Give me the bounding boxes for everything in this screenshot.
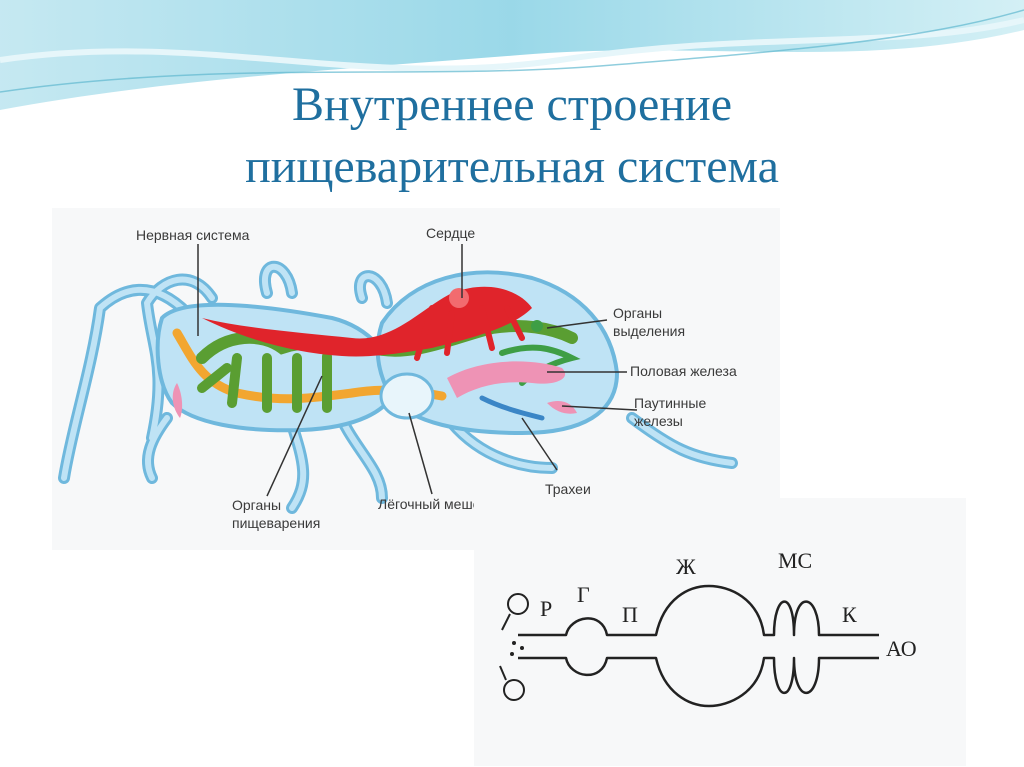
mouth-dots [510, 641, 524, 656]
scheme-panel [474, 498, 966, 766]
scheme-label-g: Г [577, 582, 590, 607]
scheme-label-zh: Ж [676, 554, 696, 579]
digestive-branches [197, 351, 332, 413]
spider-anatomy-diagram: Нервная система Сердце Органы выделения … [58, 225, 738, 531]
label-nervous-system: Нервная система [136, 227, 250, 243]
title-line-1: Внутреннее строение [292, 78, 732, 131]
scheme-label-ao: АО [886, 636, 917, 661]
lung-sac-shape [379, 372, 435, 420]
label-digestive-line-1: Органы [232, 497, 281, 513]
scheme-label-k: К [842, 602, 857, 627]
label-digestive-line-2: пищеварения [232, 515, 320, 531]
scheme-label-p: П [622, 602, 638, 627]
label-gonad: Половая железа [630, 363, 737, 379]
title-line-2: пищеварительная система [245, 140, 779, 193]
heart-highlight [449, 288, 469, 308]
tracheae-shape [479, 395, 545, 421]
top-wave-line [0, 9, 1024, 93]
silk-glands-shape [547, 401, 577, 414]
label-lung-sac: Лёгочный мешок [378, 496, 487, 512]
scheme-label-r: Р [540, 596, 552, 621]
tract-upper-outline [518, 584, 879, 637]
heart-branches [414, 305, 525, 361]
mouth-appendages [499, 593, 529, 701]
label-excretory-line-1: Органы [613, 305, 662, 321]
label-silk-glands-line-1: Паутинные [634, 395, 706, 411]
scheme-label-ms: МС [778, 548, 812, 573]
leader-lines [197, 244, 638, 497]
label-heart: Сердце [426, 225, 475, 241]
slide-title: Внутреннее строение пищеварительная сист… [0, 74, 1024, 198]
digestive-tract-scheme: Р Г П Ж МС К АО [499, 548, 917, 708]
label-tracheae: Трахеи [545, 481, 591, 497]
tract-lower-outline [518, 656, 879, 708]
gonad-shape [447, 361, 566, 398]
label-excretory-line-2: выделения [613, 323, 685, 339]
top-wave [0, 0, 1024, 110]
label-silk-glands-line-2: железы [634, 413, 683, 429]
